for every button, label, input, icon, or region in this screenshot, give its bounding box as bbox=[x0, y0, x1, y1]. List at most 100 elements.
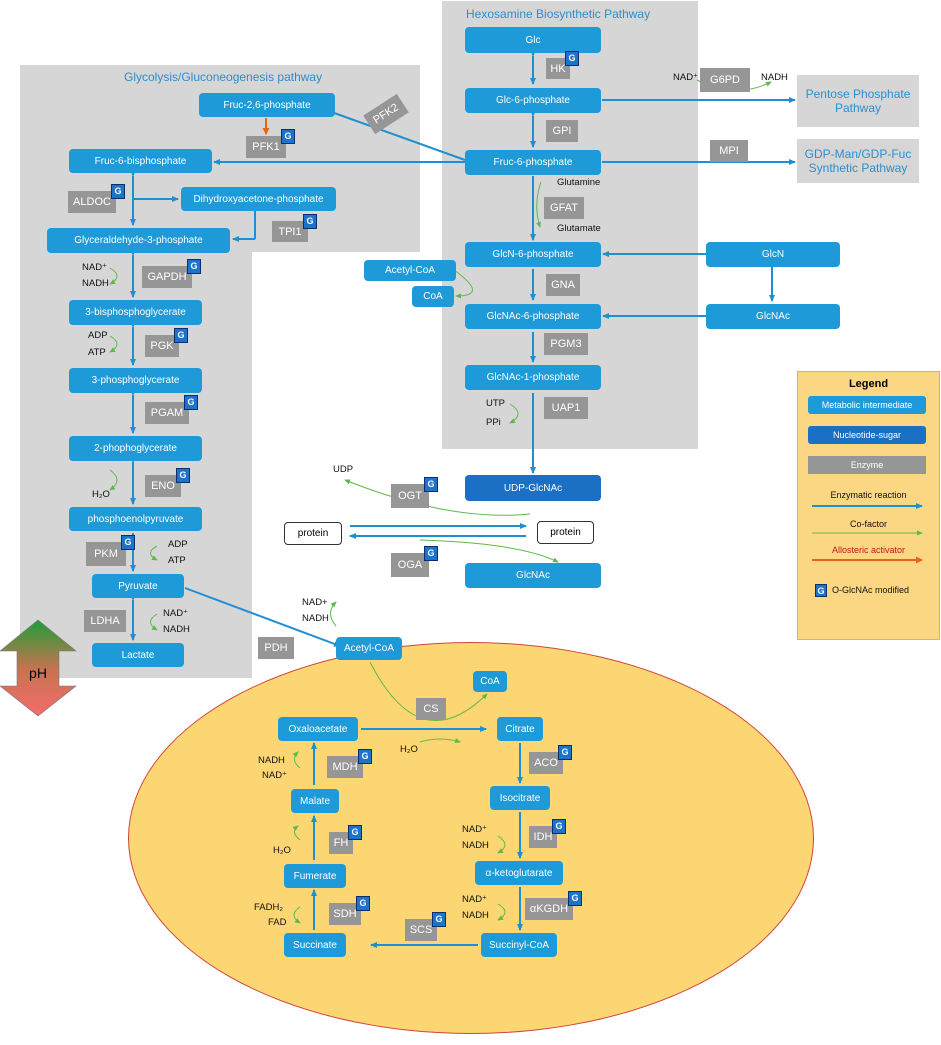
cofactor-utp: UTP bbox=[486, 398, 505, 409]
cofactor-ldha-nad: NAD⁺ bbox=[163, 608, 189, 619]
glcnac-badge: G bbox=[424, 477, 438, 492]
enzyme-gna: GNA bbox=[546, 274, 580, 296]
glcnac-badge: G bbox=[356, 896, 370, 911]
cofactor-eno-h2o: H₂O bbox=[92, 489, 110, 500]
hexosamine-pathway-title: Hexosamine Biosynthetic Pathway bbox=[466, 7, 651, 21]
legend-title: Legend bbox=[848, 378, 889, 390]
cofactor-pgk-adp: ADP bbox=[88, 330, 108, 341]
glcnac-badge: G bbox=[358, 749, 372, 764]
glcnac-badge: G bbox=[281, 129, 295, 144]
node-dihydroxyacetone-phosphate: Dihydroxyacetone-phosphate bbox=[181, 187, 336, 211]
glcnac-badge: G bbox=[552, 819, 566, 834]
node-fruc-2-6-phosphate: Fruc-2,6-phosphate bbox=[199, 93, 335, 117]
cofactor-gapdh-nadh: NADH bbox=[82, 278, 109, 289]
node-2-phosphoglycerate: 2-phophoglycerate bbox=[69, 436, 202, 461]
node-malate: Malate bbox=[291, 789, 339, 813]
legend-enzymatic-label: Enzymatic reaction bbox=[830, 490, 907, 500]
node-oxaloacetate: Oxaloacetate bbox=[278, 717, 358, 741]
node-pyruvate: Pyruvate bbox=[92, 574, 184, 598]
glcnac-badge: G bbox=[303, 214, 317, 229]
node-glcn-6-phosphate: GlcN-6-phosphate bbox=[465, 242, 601, 267]
cofactor-pdh-nadh: NADH bbox=[302, 613, 329, 624]
glcnac-badge: G bbox=[176, 468, 190, 483]
node-glcn: GlcN bbox=[706, 242, 840, 267]
enzyme-pgm3: PGM3 bbox=[544, 333, 588, 355]
node-glcnac-1-phosphate: GlcNAc-1-phosphate bbox=[465, 365, 601, 390]
glcnac-badge: G bbox=[121, 535, 135, 550]
protein-right: protein bbox=[537, 521, 594, 544]
glcnac-badge: G bbox=[348, 825, 362, 840]
cofactor-idh-nadh: NADH bbox=[462, 840, 489, 851]
node-glcnac-released: GlcNAc bbox=[465, 563, 601, 588]
legend-metabolic-swatch: Metabolic intermediate bbox=[808, 396, 926, 414]
cofactor-sdh-fad: FAD bbox=[268, 917, 287, 928]
mitochondrion-cell bbox=[128, 642, 814, 1034]
cofactor-ppi: PPi bbox=[486, 417, 501, 428]
node-glcnac-6-phosphate: GlcNAc-6-phosphate bbox=[465, 304, 601, 329]
cofactor-udp: UDP bbox=[333, 464, 354, 475]
node-glyceraldehyde-3-phosphate: Glyceraldehyde-3-phosphate bbox=[47, 228, 230, 253]
node-citrate: Citrate bbox=[497, 717, 543, 741]
node-isocitrate: Isocitrate bbox=[490, 786, 550, 810]
cofactor-glutamine: Glutamine bbox=[557, 177, 601, 188]
cofactor-mdh-nad: NAD⁺ bbox=[262, 770, 288, 781]
node-glcnac-salvage: GlcNAc bbox=[706, 304, 840, 329]
legend-glcnac-badge-icon: G bbox=[815, 584, 827, 597]
cofactor-akgdh-nadh: NADH bbox=[462, 910, 489, 921]
cofactor-pdh-nad: NAD+ bbox=[302, 597, 328, 608]
node-3-phosphoglycerate: 3-phosphoglycerate bbox=[69, 368, 202, 393]
enzyme-uap1: UAP1 bbox=[544, 397, 588, 419]
glcnac-badge: G bbox=[111, 184, 125, 199]
glcnac-badge: G bbox=[184, 395, 198, 410]
node-3-bisphosphoglycerate: 3-bisphosphoglycerate bbox=[69, 300, 202, 325]
legend-cofactor-label: Co-factor bbox=[849, 519, 887, 529]
enzyme-pdh: PDH bbox=[258, 637, 294, 659]
glycolysis-pathway-title: Glycolysis/Gluconeogenesis pathway bbox=[124, 70, 323, 84]
cofactor-pkm-atp: ATP bbox=[168, 555, 186, 566]
cofactor-ldha-nadh: NADH bbox=[163, 624, 190, 635]
node-fruc-6-phosphate: Fruc-6-phosphate bbox=[465, 150, 601, 175]
node-acetyl-coa-tca: Acetyl-CoA bbox=[336, 637, 402, 660]
enzyme-gfat: GFAT bbox=[544, 197, 584, 219]
cofactor-cs-h2o: H₂O bbox=[400, 744, 418, 755]
glcnac-badge: G bbox=[424, 546, 438, 561]
node-glc: Glc bbox=[465, 27, 601, 53]
cofactor-glutamate: Glutamate bbox=[557, 223, 601, 234]
node-acetyl-coa-hbp: Acetyl-CoA bbox=[364, 260, 456, 281]
cofactor-idh-nad: NAD⁺ bbox=[462, 824, 488, 835]
legend-enzyme-swatch: Enzyme bbox=[808, 456, 926, 474]
node-coa-hbp: CoA bbox=[412, 286, 454, 307]
node-alpha-ketoglutarate: α-ketoglutarate bbox=[475, 861, 563, 885]
enzyme-ldha: LDHA bbox=[84, 610, 126, 632]
cofactor-g6pd-nad: NAD⁺ bbox=[673, 72, 699, 83]
cofactor-pkm-adp: ADP bbox=[168, 539, 188, 550]
glcnac-badge: G bbox=[565, 51, 579, 66]
gdp-man-gdp-fuc-pathway: GDP-Man/GDP-Fuc Synthetic Pathway bbox=[797, 139, 919, 183]
enzyme-cs: CS bbox=[416, 698, 446, 720]
node-succinyl-coa: Succinyl-CoA bbox=[481, 933, 557, 957]
cofactor-akgdh-nad: NAD⁺ bbox=[462, 894, 488, 905]
cofactor-fh-h2o: H₂O bbox=[273, 845, 291, 856]
node-phosphoenolpyruvate: phosphoenolpyruvate bbox=[69, 507, 202, 531]
enzyme-mpi: MPI bbox=[710, 140, 748, 162]
node-fumerate: Fumerate bbox=[284, 864, 346, 888]
glcnac-badge: G bbox=[187, 259, 201, 274]
glcnac-badge: G bbox=[558, 745, 572, 760]
legend-glcnac-label: O-GlcNAc modified bbox=[832, 585, 910, 595]
